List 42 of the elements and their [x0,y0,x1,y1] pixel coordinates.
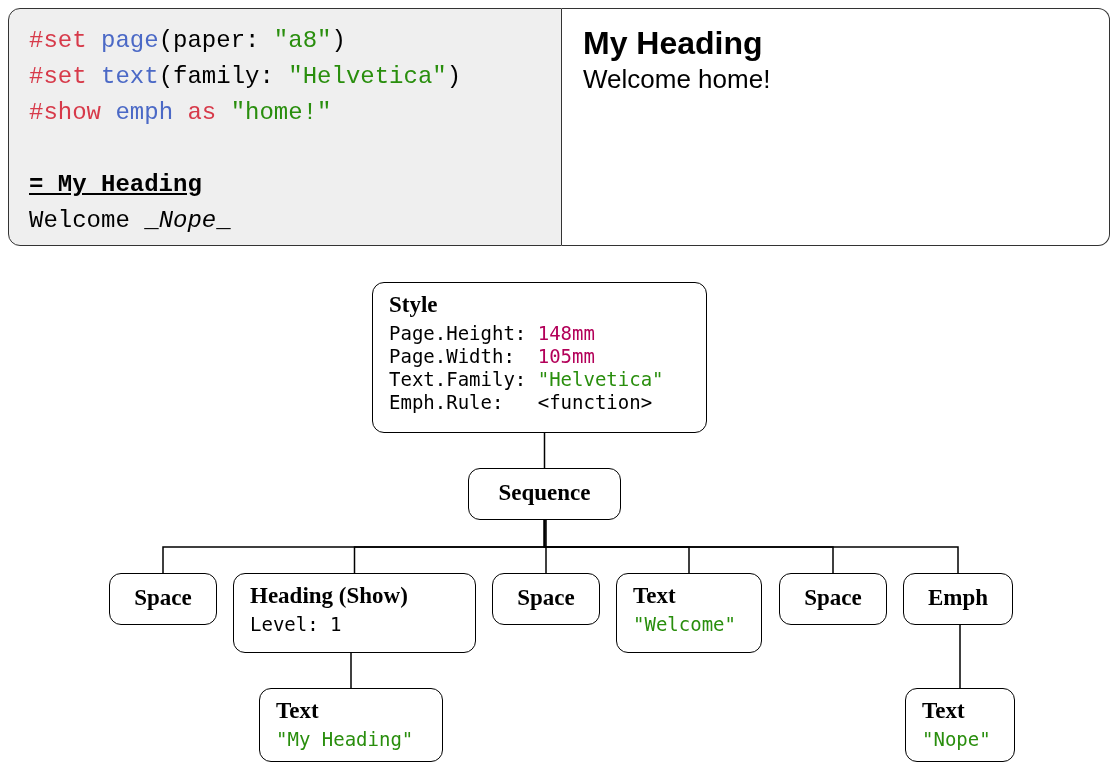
node-title: Space [517,585,575,611]
node-property: "My Heading" [276,728,414,751]
tree-node-box [779,573,887,625]
code-line: #set page(paper: "a8") [29,26,346,56]
tree-node-box [109,573,217,625]
node-property: Page.Height: 148mm [389,322,595,345]
tree-node-box [372,282,707,433]
node-property: Emph.Rule: <function> [389,391,653,414]
node-title: Text [922,698,965,724]
tree-node-box [903,573,1013,625]
node-title: Style [389,292,438,318]
tree-node-box [616,573,762,653]
node-title: Space [804,585,862,611]
code-line: Welcome _Nope_ [29,206,231,236]
node-property: "Welcome" [633,613,736,636]
code-editor-panel [8,8,562,246]
tree-node-box [492,573,600,625]
connector-line [543,519,959,574]
node-title: Text [633,583,676,609]
output-preview-panel [562,8,1110,246]
tree-node-box [468,468,621,520]
node-property: Text.Family: "Helvetica" [389,368,664,391]
connector-line [350,652,352,689]
code-line: #show emph as "home!" [29,98,332,128]
node-title: Text [276,698,319,724]
rendered-heading: My Heading [583,24,763,63]
rendered-text: Welcome home! [583,63,771,95]
node-title: Heading (Show) [250,583,408,609]
connector-line [545,519,547,574]
code-line: #set text(family: "Helvetica") [29,62,462,92]
tree-node-box [233,573,476,653]
code-heading-line: = My Heading [29,170,202,200]
tree-node-box [259,688,443,762]
connector-line [543,432,546,469]
node-property: Page.Width: 105mm [389,345,595,368]
connector-line [959,624,961,689]
node-title: Emph [927,585,989,611]
tree-node-box [905,688,1015,762]
node-property: Level: 1 [250,613,342,636]
node-title: Space [134,585,192,611]
node-title: Sequence [498,480,591,506]
node-property: "Nope" [922,728,991,751]
